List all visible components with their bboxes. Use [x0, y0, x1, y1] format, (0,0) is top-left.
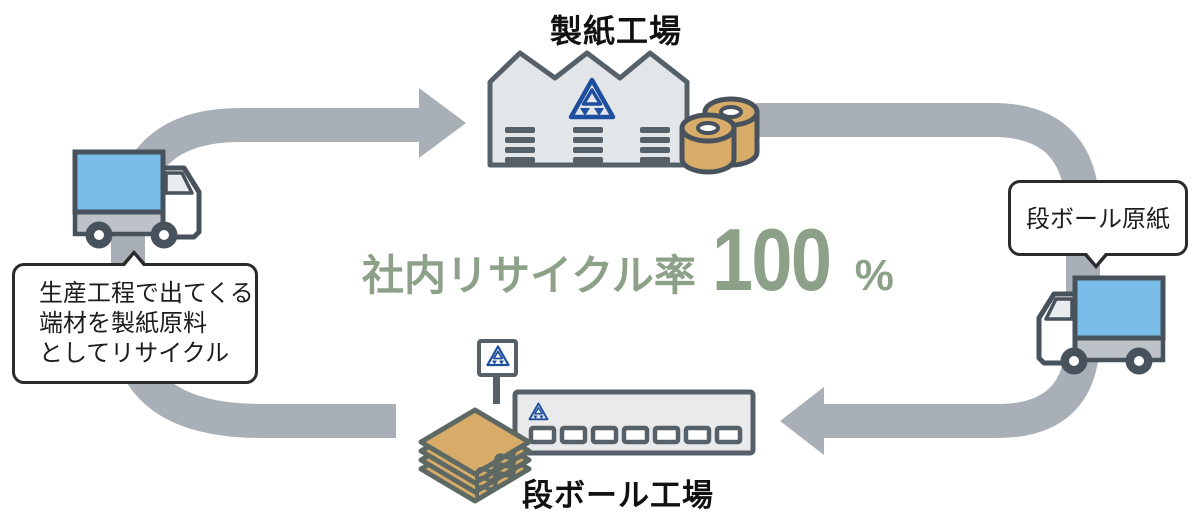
callout-text: 段ボール原紙 — [1026, 206, 1170, 233]
right-arrowhead-icon — [419, 88, 466, 158]
callout-line: 生産工程で出てくる — [39, 280, 254, 307]
recycle-rate-stat: 社内リサイクル率 100 % — [362, 216, 894, 304]
paper-mill-building-icon — [487, 50, 690, 168]
right-loop-arrow-band — [756, 103, 1100, 438]
paper-mill-label: 製紙工場 — [549, 13, 682, 49]
recycle-rate-unit: % — [854, 251, 894, 300]
cardboard-factory-label: 段ボール工場 — [522, 478, 714, 513]
cardboard-factory-building-icon — [512, 389, 756, 456]
recycle-rate-value: 100 — [711, 210, 832, 309]
basepaper-callout: 段ボール原紙 — [1008, 180, 1188, 269]
left-arrowhead-icon — [780, 387, 824, 455]
cardboard-stack-icon — [418, 407, 532, 504]
basepaper-truck-icon — [1039, 278, 1163, 375]
callout-line: 端材を製紙原料 — [39, 310, 207, 337]
factory-signpost-icon — [477, 339, 518, 404]
recycle-rate-label: 社内リサイクル率 — [362, 252, 696, 299]
paper-rolls-icon — [679, 96, 760, 175]
scrap-recycle-callout: 生産工程で出てくる 端材を製紙原料 としてリサイクル — [12, 250, 258, 384]
callout-line: としてリサイクル — [39, 340, 230, 367]
scrap-truck-icon — [75, 152, 199, 249]
